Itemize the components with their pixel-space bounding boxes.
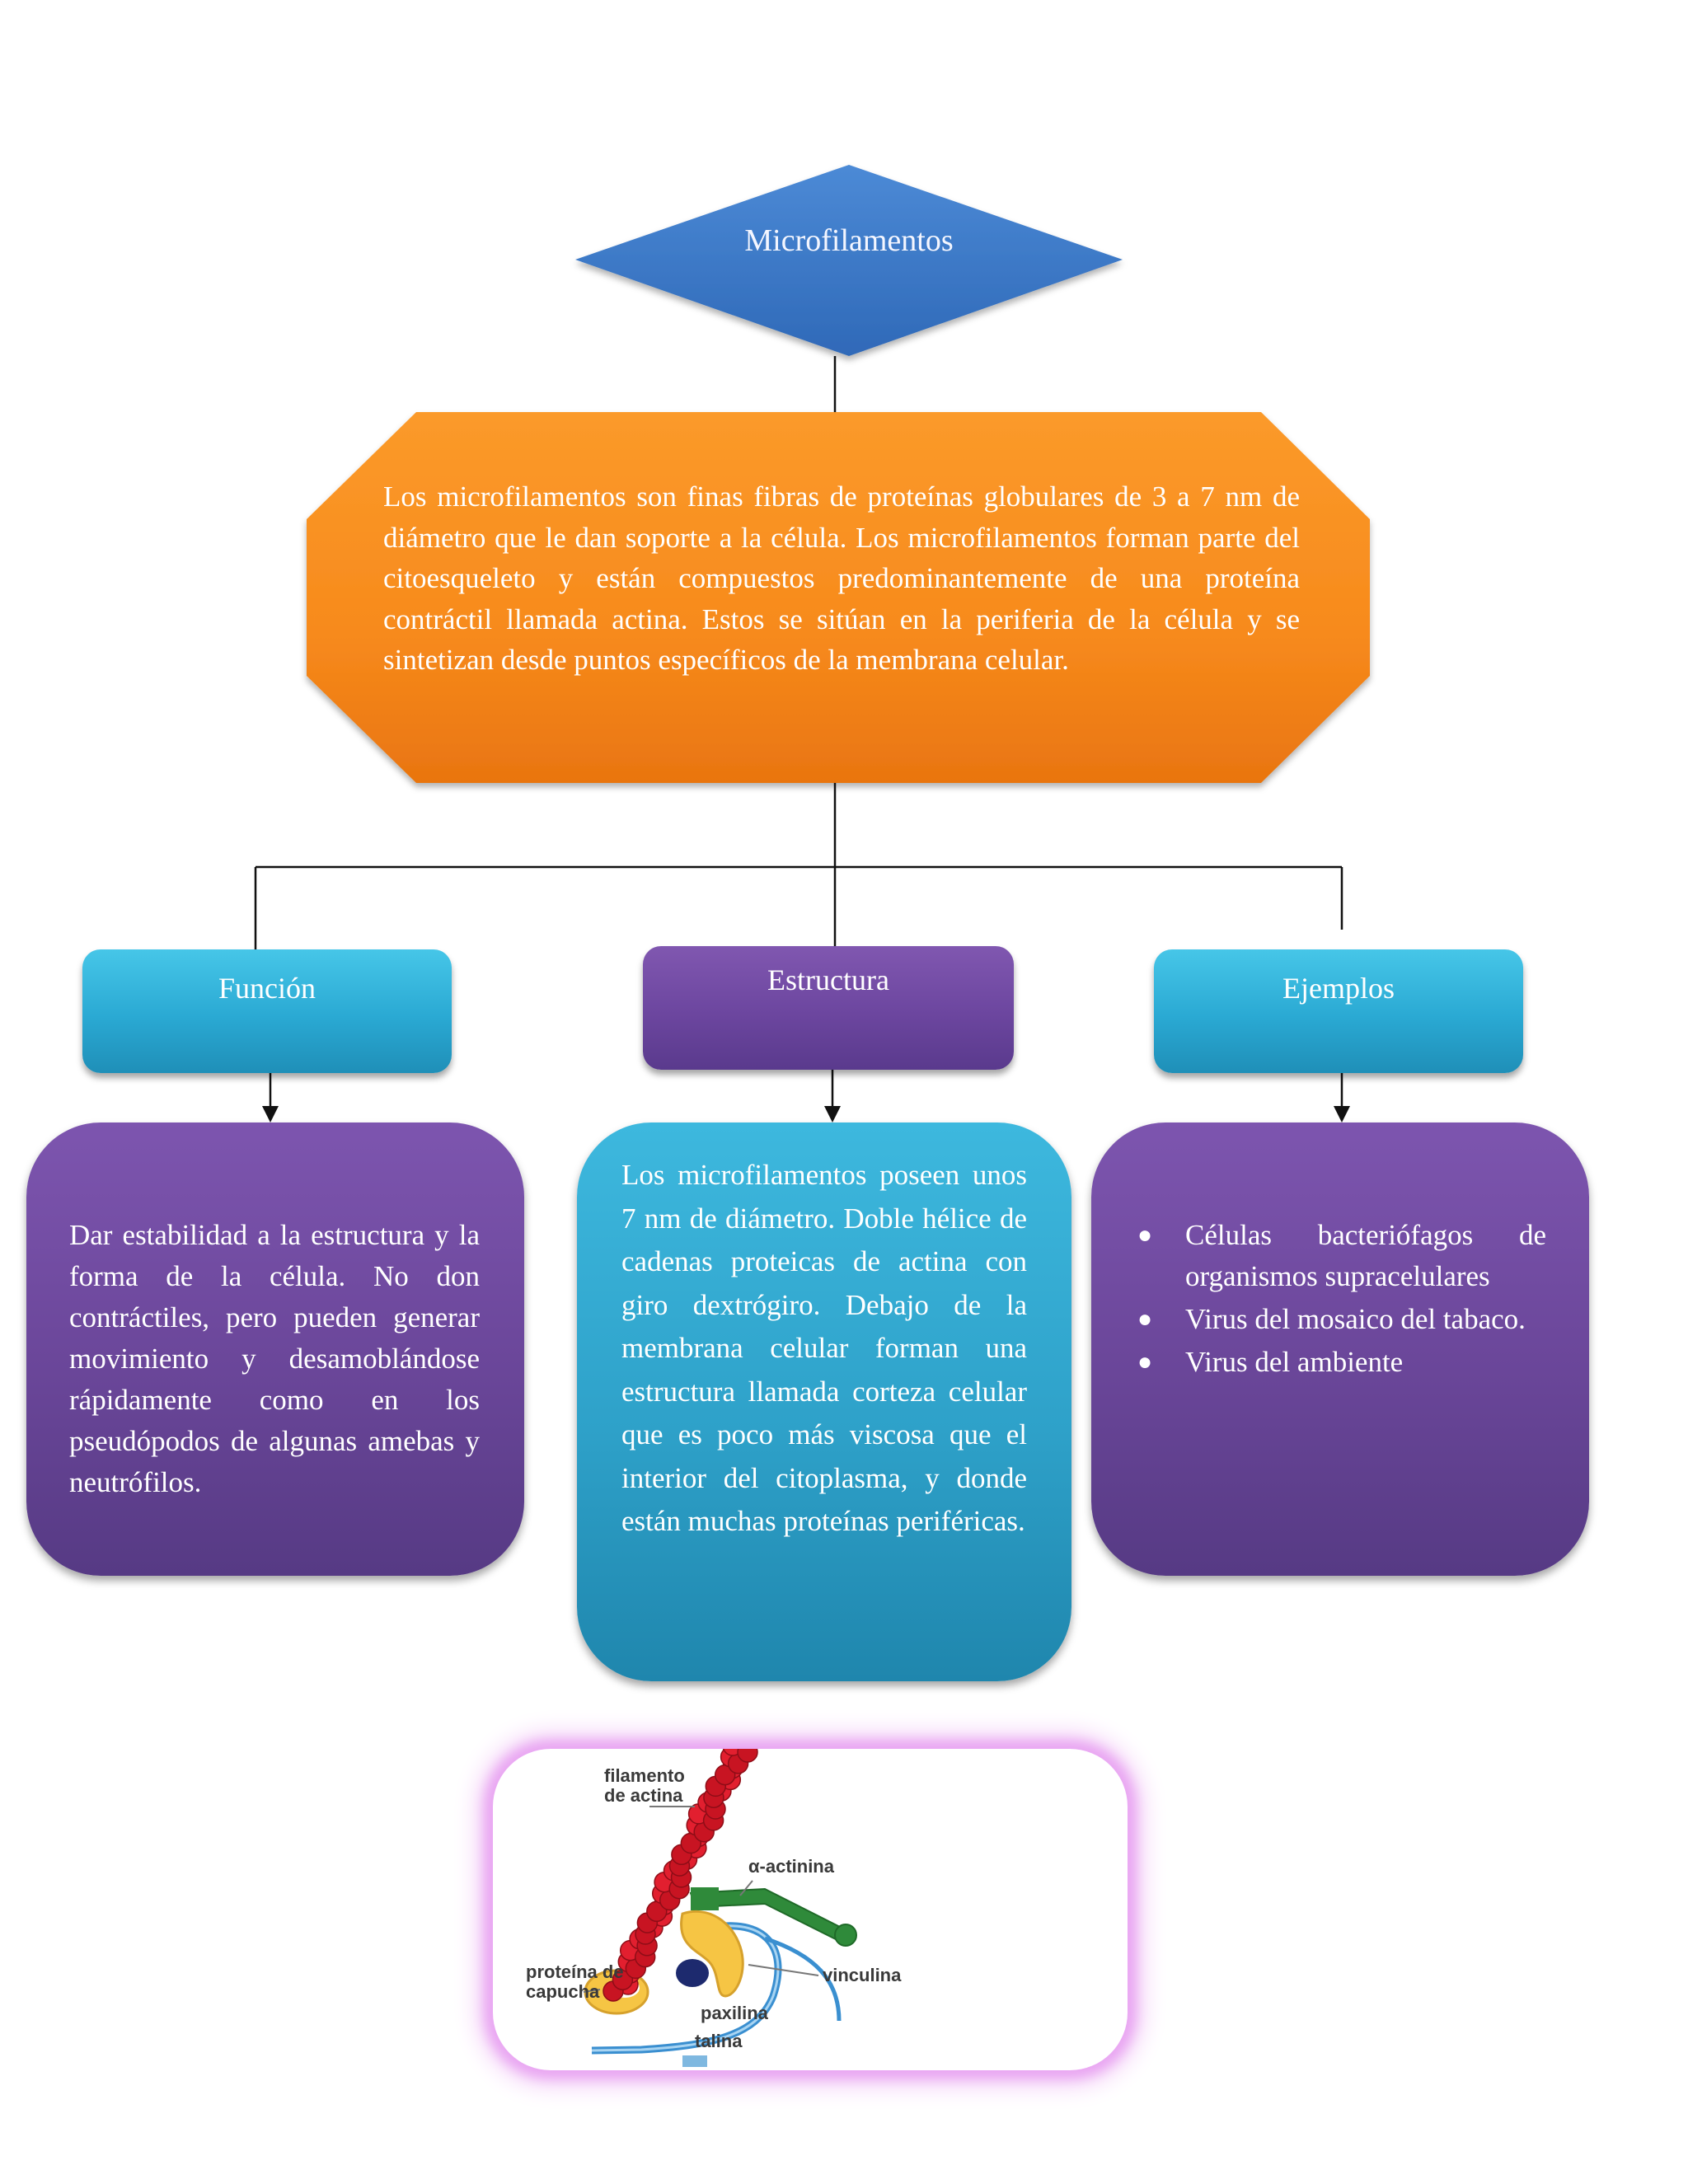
actin-diagram: filamento de actina α-actinina vinculina… — [526, 1749, 902, 2067]
definition-text: Los microfilamentos son finas fibras de … — [383, 480, 1300, 676]
heading-funcion: Función — [82, 949, 452, 1073]
bullet-icon: ● — [1137, 1221, 1153, 1249]
bullet-icon: ● — [1137, 1348, 1153, 1376]
paxilina-protein — [676, 1959, 709, 1987]
card-estructura: Los microfilamentos poseen unos 7 nm de … — [577, 1122, 1071, 1681]
label-proteina-1: proteína de — [526, 1961, 624, 1982]
label-vinculina: vinculina — [823, 1965, 902, 1985]
heading-ejemplos: Ejemplos — [1154, 949, 1523, 1073]
label-talina: talina — [695, 2031, 743, 2051]
list-item: ●Virus del mosaico del tabaco. — [1132, 1299, 1546, 1340]
actin-filament — [603, 1749, 758, 2002]
label-filamento-1: filamento — [604, 1765, 685, 1786]
label-paxilina: paxilina — [701, 2003, 769, 2023]
root-diamond — [575, 165, 1123, 356]
estructura-text: Los microfilamentos poseen unos 7 nm de … — [621, 1159, 1027, 1537]
bullet-icon: ● — [1137, 1305, 1153, 1333]
card-funcion: Dar estabilidad a la estructura y la for… — [26, 1122, 524, 1576]
actin-illustration: filamento de actina α-actinina vinculina… — [493, 1749, 1128, 2070]
label-alpha-actinina: α-actinina — [748, 1856, 835, 1877]
membrane-line — [764, 1936, 842, 2022]
ejemplos-list: ●Células bacteriófagos de organismos sup… — [1132, 1215, 1546, 1385]
label-filamento-2: de actina — [604, 1785, 683, 1806]
actin-bead — [737, 1749, 758, 1763]
card-ejemplos: ●Células bacteriófagos de organismos sup… — [1091, 1122, 1589, 1576]
vinculina-protein — [680, 1910, 744, 1998]
root-title: Microfilamentos — [744, 223, 954, 258]
definition-octagon — [307, 412, 1370, 783]
heading-estructura: Estructura — [643, 946, 1014, 1070]
funcion-text: Dar estabilidad a la estructura y la for… — [69, 1219, 480, 1498]
list-item: ●Células bacteriófagos de organismos sup… — [1132, 1215, 1546, 1297]
list-item: ●Virus del ambiente — [1132, 1342, 1546, 1383]
label-proteina-2: capucha — [526, 1981, 600, 2002]
